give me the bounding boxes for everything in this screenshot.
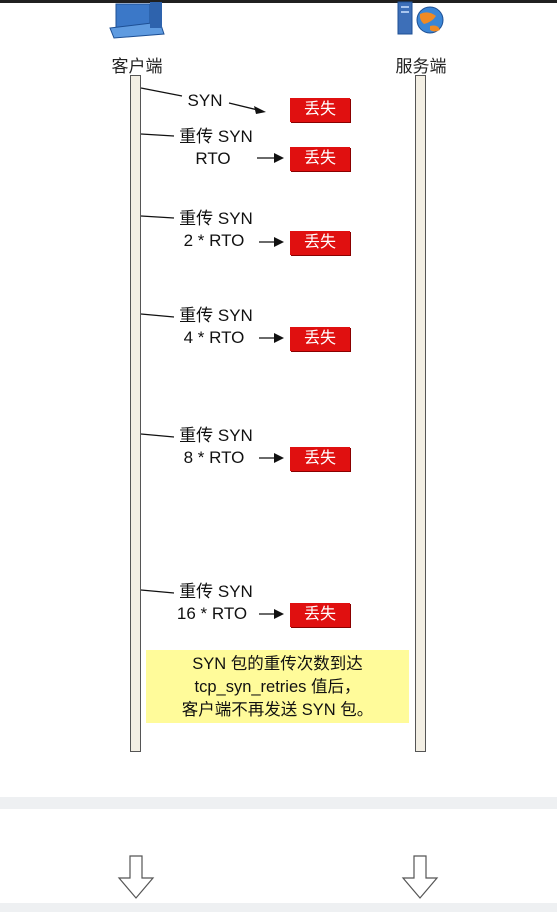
step-3-label: 重传 SYN 2 * RTO (166, 208, 266, 252)
step-1-line1: SYN (187, 91, 223, 110)
down-arrow-icon (117, 855, 439, 899)
bottom-divider (0, 903, 557, 912)
step-2-line2: RTO (195, 149, 231, 168)
note-line-2: tcp_syn_retries 值后， (194, 678, 361, 696)
step-4-lost-badge: 丢失 (290, 327, 350, 351)
step-5-lost-badge: 丢失 (290, 447, 350, 471)
top-border (0, 0, 557, 3)
step-3-line2: 2 * RTO (183, 231, 245, 250)
client-timeline (130, 75, 141, 752)
server-timeline (415, 75, 426, 752)
step-4-line1: 重传 SYN (179, 306, 253, 325)
step-5-label: 重传 SYN 8 * RTO (166, 425, 266, 469)
message-arrows (140, 87, 276, 615)
step-5-line1: 重传 SYN (179, 426, 253, 445)
note-line-3: 客户端不再发送 SYN 包。 (181, 701, 374, 719)
step-4-label: 重传 SYN 4 * RTO (166, 305, 266, 349)
step-2-label: 重传 SYN RTO (166, 126, 266, 170)
step-2-lost-badge: 丢失 (290, 147, 350, 171)
step-3-lost-badge: 丢失 (290, 231, 350, 255)
step-6-line2: 16 * RTO (176, 604, 248, 623)
arrow-heads (254, 106, 284, 619)
client-label: 客户端 (111, 57, 163, 76)
step-6-label: 重传 SYN 16 * RTO (166, 581, 266, 625)
step-1-label: SYN (178, 90, 232, 112)
step-2-line1: 重传 SYN (179, 127, 253, 146)
step-6-line1: 重传 SYN (179, 582, 253, 601)
retry-limit-note: SYN 包的重传次数到达 tcp_syn_retries 值后， 客户端不再发送… (146, 650, 409, 723)
section-divider (0, 797, 557, 809)
step-3-line1: 重传 SYN (179, 209, 253, 228)
server-label: 服务端 (395, 57, 447, 76)
step-5-line2: 8 * RTO (183, 448, 245, 467)
server-globe-icon (397, 1, 444, 35)
note-line-1: SYN 包的重传次数到达 (192, 655, 363, 673)
step-1-lost-badge: 丢失 (290, 98, 350, 122)
step-4-line2: 4 * RTO (183, 328, 245, 347)
step-6-lost-badge: 丢失 (290, 603, 350, 627)
client-computer-icon (109, 2, 165, 39)
